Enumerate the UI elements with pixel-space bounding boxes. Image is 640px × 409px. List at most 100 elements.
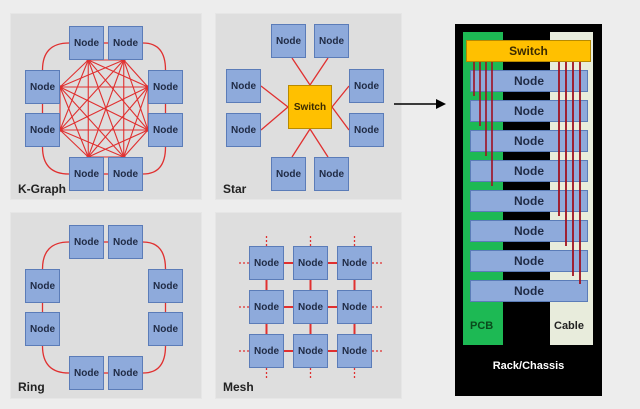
rack-node-label: Node: [514, 164, 544, 178]
node-label: Node: [74, 37, 99, 49]
rack-links: [473, 62, 581, 284]
star-spoke: [331, 85, 350, 108]
mesh-node: Node: [249, 246, 284, 280]
ring-link: [41, 345, 70, 374]
ring-node: Node: [108, 225, 143, 259]
kgraph-node: Node: [25, 70, 60, 104]
star-spoke: [331, 106, 350, 131]
ring-node: Node: [25, 269, 60, 303]
kgraph-edge: [59, 86, 125, 158]
node-label: Node: [113, 236, 138, 248]
node-label: Node: [354, 80, 379, 92]
rack-node-label: Node: [514, 224, 544, 238]
star-spoke: [309, 57, 329, 86]
rack-node-label: Node: [514, 284, 544, 298]
node-label: Node: [113, 367, 138, 379]
node-label: Node: [298, 257, 323, 269]
ring-link: [142, 241, 167, 270]
kgraph-edge: [123, 86, 149, 158]
star-node: Node: [226, 69, 261, 103]
kgraph-edge: [59, 129, 89, 158]
mesh-node: Node: [337, 246, 372, 280]
kgraph-links: [41, 42, 167, 175]
node-label: Node: [231, 80, 256, 92]
kgraph-edge: [87, 59, 149, 131]
mesh-label: Mesh: [223, 380, 254, 394]
rack-node: Node: [470, 220, 588, 242]
node-label: Node: [319, 35, 344, 47]
star-node: Node: [314, 157, 349, 191]
rack-node-label: Node: [514, 74, 544, 88]
node-label: Node: [74, 367, 99, 379]
pcb-label: PCB: [470, 320, 494, 332]
ring-link: [41, 42, 70, 71]
ring-link: [41, 241, 70, 270]
mesh-node: Node: [293, 334, 328, 368]
rack-node: Node: [470, 280, 588, 302]
ring-links: [41, 241, 167, 374]
ring-link: [142, 42, 167, 71]
rack-node-label: Node: [514, 134, 544, 148]
ring-node: Node: [69, 225, 104, 259]
kgraph-edge: [59, 129, 124, 158]
node-label: Node: [254, 301, 279, 313]
rack-node-label: Node: [514, 104, 544, 118]
ring-node: Node: [108, 356, 143, 390]
star-spoke: [260, 85, 289, 108]
node-label: Node: [153, 323, 178, 335]
star-spoke: [291, 57, 311, 86]
kgraph-node: Node: [148, 113, 183, 147]
kgraph-edge: [59, 86, 149, 131]
star-switch: Switch: [288, 85, 332, 129]
star-node: Node: [349, 69, 384, 103]
kgraph-edge: [88, 59, 149, 88]
kgraph-node: Node: [69, 26, 104, 60]
mesh-links: [239, 236, 382, 378]
rack-switch-label: Switch: [509, 44, 548, 58]
kgraph-edge: [87, 86, 149, 158]
kgraph-edge: [123, 59, 149, 131]
rack-switch: Switch: [466, 40, 591, 62]
star-links: [260, 57, 350, 158]
ring-node: Node: [25, 312, 60, 346]
node-label: Node: [30, 280, 55, 292]
star-node: Node: [349, 113, 384, 147]
node-label: Node: [74, 168, 99, 180]
node-label: Node: [30, 323, 55, 335]
node-label: Node: [276, 35, 301, 47]
ring-link: [142, 345, 167, 374]
kgraph-edge: [59, 86, 89, 158]
node-label: Node: [231, 124, 256, 136]
kgraph-node: Node: [108, 26, 143, 60]
node-label: Node: [30, 81, 55, 93]
kgraph-edge: [59, 59, 125, 131]
mesh-node: Node: [337, 334, 372, 368]
ring-link: [142, 146, 167, 175]
star-node: Node: [226, 113, 261, 147]
node-label: Node: [113, 37, 138, 49]
mesh-node: Node: [337, 290, 372, 324]
kgraph-edge: [123, 129, 149, 158]
kgraph-node: Node: [148, 70, 183, 104]
kgraph-edge: [59, 59, 89, 131]
node-label: Node: [354, 124, 379, 136]
ring-node: Node: [148, 312, 183, 346]
node-label: Node: [30, 124, 55, 136]
cable-label: Cable: [554, 320, 584, 332]
kgraph-node: Node: [25, 113, 60, 147]
star-spoke: [291, 128, 311, 158]
star-node: Node: [271, 157, 306, 191]
mesh-node: Node: [293, 290, 328, 324]
kgraph-edge: [59, 59, 89, 88]
node-label: Node: [342, 301, 367, 313]
kgraph-node: Node: [108, 157, 143, 191]
ring-label: Ring: [18, 380, 45, 394]
mesh-node: Node: [293, 246, 328, 280]
ring-node: Node: [148, 269, 183, 303]
ring-link: [41, 146, 70, 175]
rack-node-label: Node: [514, 194, 544, 208]
star-spoke: [309, 128, 329, 158]
